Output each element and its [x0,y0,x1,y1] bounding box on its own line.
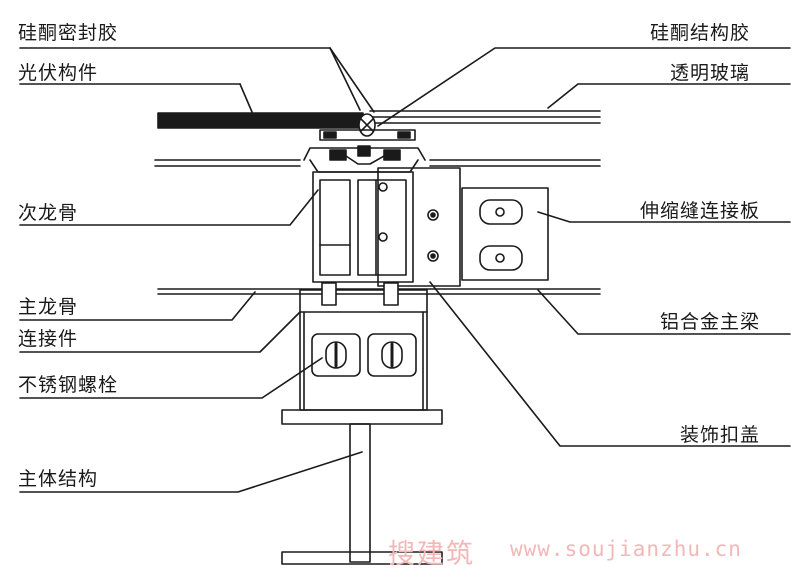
sealant-bead [358,113,376,137]
expansion-plate [461,187,549,281]
decorative-cap-profile [377,167,461,287]
label-connector: 连接件 [18,328,79,350]
pressure-cap [303,129,426,173]
glass-pane [369,110,601,124]
label-main-keel: 主龙骨 [18,296,79,318]
connector-block [299,282,428,411]
leader-lines-left [19,47,375,493]
label-silicone-structural: 硅酮结构胶 [650,22,751,44]
label-main-structure: 主体结构 [18,468,99,490]
leader-lines-right [377,47,791,447]
label-expansion-joint-plate: 伸缩缝连接板 [640,200,761,222]
label-aluminum-main-beam: 铝合金主梁 [660,311,761,333]
label-pv-component: 光伏构件 [18,62,99,84]
watermark-text: 搜建筑 [388,539,475,570]
label-silicone-sealant: 硅酮密封胶 [18,22,119,44]
watermark-url: www.soujianzhu.cn [510,537,742,561]
bolts [378,182,439,262]
pv-panel [157,112,364,129]
secondary-keel-profile [312,171,414,283]
label-transparent-glass: 透明玻璃 [670,62,751,84]
beam-lines [154,159,601,295]
label-stainless-bolt: 不锈钢螺栓 [18,374,119,396]
i-beam [281,409,443,565]
label-secondary-keel: 次龙骨 [18,202,79,224]
label-decorative-cap: 装饰扣盖 [680,424,761,446]
